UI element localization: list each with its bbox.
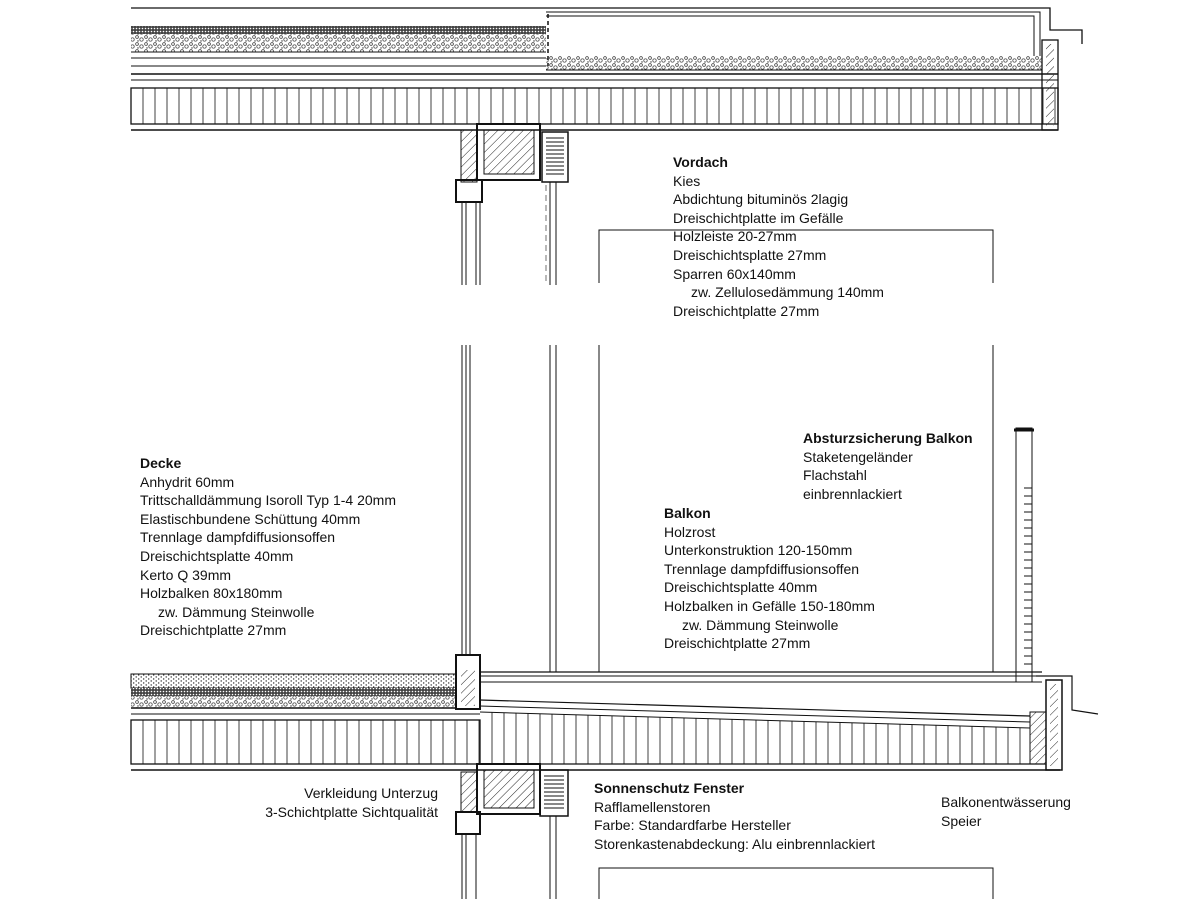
note-line: Speier bbox=[941, 812, 982, 829]
note-line: Elastischbundene Schüttung 40mm bbox=[140, 510, 361, 527]
roof-construction bbox=[130, 7, 1083, 131]
note-decke: Decke Anhydrit 60mm Trittschalldämmung I… bbox=[140, 454, 396, 640]
note-line: zw. Dämmung Steinwolle bbox=[682, 616, 839, 633]
note-line: Farbe: Standardfarbe Hersteller bbox=[594, 817, 791, 834]
lower-beam-blind-box bbox=[455, 763, 994, 899]
note-verkleidung: Verkleidung Unterzug 3-Schichtplatte Sic… bbox=[265, 784, 438, 821]
note-line: Holzleiste 20-27mm bbox=[673, 228, 797, 245]
note-line: Flachstahl bbox=[803, 467, 867, 484]
note-line: Dreischichtplatte im Gefälle bbox=[673, 209, 844, 226]
note-line: Anhydrit 60mm bbox=[140, 473, 235, 490]
roof-rafters bbox=[142, 88, 1056, 124]
note-line: Trittschalldämmung Isoroll Typ 1-4 20mm bbox=[140, 492, 396, 509]
note-line: Dreischichtsplatte 27mm bbox=[673, 246, 827, 263]
floor-construction bbox=[130, 654, 1099, 771]
note-line: zw. Dämmung Steinwolle bbox=[158, 603, 315, 620]
note-line: Dreischichtplatte 27mm bbox=[673, 302, 820, 319]
note-balkon: Balkon Holzrost Unterkonstruktion 120-15… bbox=[664, 504, 875, 653]
note-line: Storenkastenabdeckung: Alu einbrennlacki… bbox=[594, 835, 875, 852]
note-vordach-title: Vordach bbox=[673, 154, 728, 170]
note-line: Holzbalken 80x180mm bbox=[140, 585, 283, 602]
note-line: einbrennlackiert bbox=[803, 485, 902, 502]
note-line: Sparren 60x140mm bbox=[673, 265, 796, 282]
note-line: Rafflamellenstoren bbox=[594, 798, 711, 815]
note-line: Trennlage dampfdiffusionsoffen bbox=[664, 560, 860, 577]
note-absturz-title: Absturzsicherung Balkon bbox=[803, 430, 973, 446]
note-line: Dreischichtplatte 27mm bbox=[664, 635, 811, 652]
note-line: Abdichtung bituminös 2lagig bbox=[673, 191, 849, 208]
note-line: Holzbalken in Gefälle 150-180mm bbox=[664, 597, 875, 614]
note-line: Holzrost bbox=[664, 523, 716, 540]
note-decke-title: Decke bbox=[140, 455, 182, 471]
note-line: Dreischichtsplatte 40mm bbox=[664, 579, 818, 596]
note-line: Dreischichtsplatte 40mm bbox=[140, 547, 294, 564]
note-line: 3-Schichtplatte Sichtqualität bbox=[265, 803, 438, 820]
note-entwaesserung: Balkonentwässerung Speier bbox=[941, 793, 1071, 830]
floor-joists bbox=[142, 720, 480, 764]
note-line: Kerto Q 39mm bbox=[140, 566, 232, 583]
note-vordach: Vordach Kies Abdichtung bituminös 2lagig… bbox=[673, 153, 884, 320]
note-line: Verkleidung Unterzug bbox=[304, 785, 438, 801]
note-sonnenschutz: Sonnenschutz Fenster Rafflamellenstoren … bbox=[594, 779, 875, 853]
note-sonnenschutz-title: Sonnenschutz Fenster bbox=[594, 780, 745, 796]
note-balkon-title: Balkon bbox=[664, 505, 711, 521]
note-line: Unterkonstruktion 120-150mm bbox=[664, 542, 853, 559]
note-line: Balkonentwässerung bbox=[941, 794, 1071, 810]
note-line: zw. Zellulosedämmung 140mm bbox=[691, 284, 884, 301]
note-line: Kies bbox=[673, 172, 701, 189]
note-line: Dreischichtplatte 27mm bbox=[140, 622, 287, 639]
window-jamb-lines bbox=[461, 229, 994, 672]
note-line: Trennlage dampfdiffusionsoffen bbox=[140, 529, 336, 546]
upper-beam-window-head bbox=[455, 123, 569, 285]
balcony-railing bbox=[1014, 427, 1034, 683]
note-line: Staketengeländer bbox=[803, 448, 913, 465]
balcony-joists bbox=[491, 712, 1021, 764]
note-absturzsicherung: Absturzsicherung Balkon Staketengeländer… bbox=[803, 429, 973, 503]
